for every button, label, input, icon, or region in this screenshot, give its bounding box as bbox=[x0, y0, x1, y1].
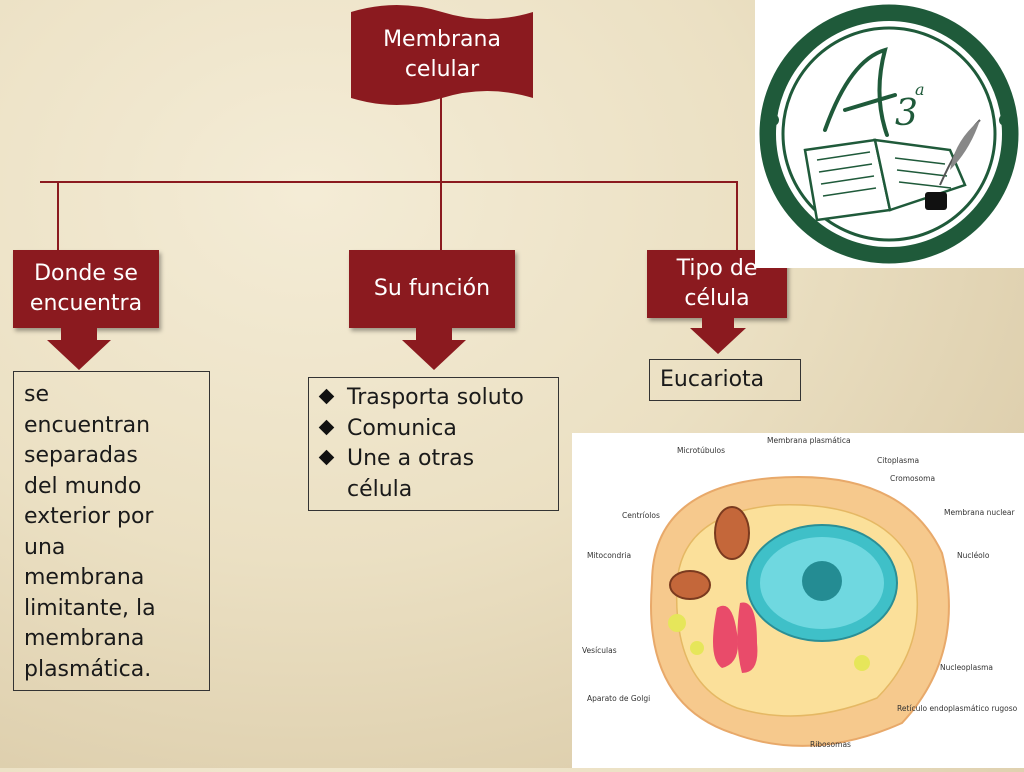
root-label-line2: celular bbox=[405, 57, 480, 82]
function-item-text: Une a otras bbox=[347, 446, 475, 471]
location-line: membrana bbox=[24, 626, 145, 651]
location-line: una bbox=[24, 534, 66, 560]
label-vesiculas: Vesículas bbox=[582, 646, 617, 655]
label-mitocondria: Mitocondria bbox=[587, 551, 631, 560]
branch-function-label: Su función bbox=[373, 276, 491, 301]
branch-cell-type-line2: célula bbox=[684, 286, 750, 311]
arrow-cell-type bbox=[690, 318, 746, 354]
diamond-bullet-icon bbox=[318, 449, 335, 466]
label-nucleolo: Nucléolo bbox=[957, 551, 990, 560]
label-microtubulos: Microtúbulos bbox=[677, 446, 725, 455]
connector-root-down bbox=[440, 95, 442, 183]
location-line: limitante, la bbox=[24, 595, 156, 621]
functions-list: Trasporta soluto Comunica Une a otras cél… bbox=[317, 383, 550, 505]
location-line: plasmática. bbox=[24, 656, 152, 682]
location-description-box: se encuentran separadas del mundo exteri… bbox=[13, 371, 210, 691]
label-citoplasma: Citoplasma bbox=[877, 456, 919, 465]
cell-illustration-icon: Microtúbulos Membrana plasmática Citopla… bbox=[582, 436, 1018, 749]
connector-horizontal bbox=[40, 181, 738, 183]
function-item-text: Trasporta soluto bbox=[347, 385, 524, 410]
location-line: separadas bbox=[24, 443, 138, 468]
root-flag-node: Membrana celular bbox=[351, 5, 533, 105]
connector-mid-down bbox=[440, 181, 442, 251]
branch-cell-type-line1: Tipo de bbox=[676, 256, 758, 281]
function-item-text-cont: célula bbox=[347, 476, 413, 502]
branch-location-line2: encuentra bbox=[29, 291, 143, 316]
branch-location-line1: Donde se bbox=[34, 261, 138, 286]
function-item-text: Comunica bbox=[347, 415, 457, 441]
connector-left-down bbox=[57, 181, 59, 251]
location-line: membrana bbox=[24, 565, 145, 590]
label-centriolos: Centríolos bbox=[622, 511, 660, 520]
school-logo: 3 a bbox=[755, 0, 1024, 268]
root-label-line1: Membrana bbox=[383, 27, 501, 52]
cell-type-box: Eucariota bbox=[649, 359, 801, 401]
arrow-location bbox=[47, 328, 111, 370]
location-line: exterior por bbox=[24, 504, 154, 529]
label-membrana-plasmatica: Membrana plasmática bbox=[767, 436, 851, 445]
functions-box: Trasporta soluto Comunica Une a otras cél… bbox=[308, 377, 559, 511]
location-line: del mundo bbox=[24, 473, 142, 499]
list-item: Comunica bbox=[317, 414, 550, 445]
diamond-bullet-icon bbox=[318, 388, 335, 405]
branch-node-location: Donde se encuentra bbox=[13, 250, 159, 328]
arrow-function bbox=[402, 328, 466, 370]
location-line: se bbox=[24, 382, 49, 407]
cell-type-value: Eucariota bbox=[660, 367, 765, 392]
cell-labels: Microtúbulos Membrana plasmática Citopla… bbox=[582, 436, 1018, 749]
eukaryotic-cell-diagram: Microtúbulos Membrana plasmática Citopla… bbox=[572, 433, 1024, 768]
svg-text:3: 3 bbox=[895, 93, 918, 134]
label-nucleoplasma: Nucleoplasma bbox=[940, 663, 993, 672]
list-item: Une a otras célula bbox=[317, 444, 550, 505]
label-membrana-nuclear: Membrana nuclear bbox=[944, 508, 1015, 517]
label-reticulo: Retículo endoplasmático rugoso bbox=[897, 704, 1018, 713]
list-item: Trasporta soluto bbox=[317, 383, 550, 414]
location-line: encuentran bbox=[24, 412, 151, 438]
label-ribosomas: Ribosomas bbox=[810, 740, 851, 749]
connector-right-down bbox=[736, 181, 738, 251]
branch-node-function: Su función bbox=[349, 250, 515, 328]
label-golgi: Aparato de Golgi bbox=[587, 694, 650, 703]
svg-text:a: a bbox=[915, 80, 925, 99]
school-seal-icon: 3 a bbox=[759, 4, 1019, 264]
diamond-bullet-icon bbox=[318, 419, 335, 435]
label-cromosoma: Cromosoma bbox=[890, 474, 935, 483]
